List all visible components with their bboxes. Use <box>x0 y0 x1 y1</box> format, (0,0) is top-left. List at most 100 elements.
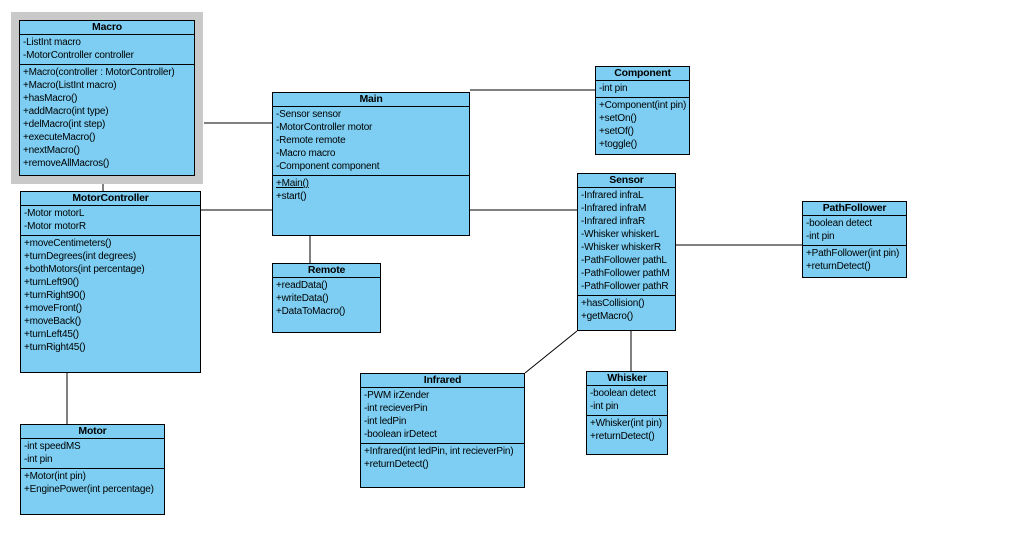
method-row: +Infrared(int ledPin, int recieverPin) <box>364 446 514 457</box>
method-row: +start() <box>276 191 307 202</box>
method-row: +Macro(controller : MotorController) <box>23 67 175 78</box>
method-row: +turnRight45() <box>24 342 86 353</box>
attributes-compartment: -Infrared infraL -Infrared infraM -Infrare… <box>578 188 675 296</box>
attribute-row: -Infrared infraR <box>581 216 646 227</box>
attribute-row: -int pin <box>806 231 835 242</box>
method-row: +executeMacro() <box>23 132 96 143</box>
attribute-row: -PathFollower pathL <box>581 255 667 266</box>
attribute-row: -Infrared infraL <box>581 190 644 201</box>
method-row: +returnDetect() <box>590 431 655 442</box>
class-box-main[interactable]: Main -Sensor sensor -MotorController motor… <box>272 92 470 236</box>
class-box-infrared[interactable]: Infrared -PWM irZender -int recieverPin -in… <box>360 373 525 488</box>
class-title-infrared: Infrared <box>361 374 524 388</box>
attribute-row: -Whisker whiskerL <box>581 229 660 240</box>
method-row: +nextMacro() <box>23 145 80 156</box>
methods-compartment: +Main() +start() <box>273 176 469 235</box>
methods-compartment: +moveCentimeters()+turnDegrees(int degre… <box>21 236 200 372</box>
connector-line-sensor-infrared[interactable] <box>524 330 578 374</box>
method-row: +Whisker(int pin) <box>590 418 662 429</box>
attribute-row: -int pin <box>599 83 628 94</box>
methods-compartment: +readData()+writeData()+DataToMacro() <box>273 278 380 332</box>
attribute-row: -Motor motorR <box>24 221 86 232</box>
attribute-row: -int pin <box>590 401 619 412</box>
method-row: +moveFront() <box>24 303 82 314</box>
class-box-remote[interactable]: Remote+readData()+writeData()+DataToMacr… <box>272 263 381 333</box>
method-row: +Macro(ListInt macro) <box>23 80 117 91</box>
methods-compartment: +hasCollision()+getMacro() <box>578 296 675 330</box>
class-title-whisker: Whisker <box>587 372 667 386</box>
method-row: +returnDetect() <box>364 459 429 470</box>
methods-compartment: +Component(int pin) +setOn() +setOf() +togg… <box>596 98 689 154</box>
method-row: +bothMotors(int percentage) <box>24 264 145 275</box>
method-row: +setOn() <box>599 113 637 124</box>
class-title-pathfollower: PathFollower <box>803 202 906 216</box>
class-box-pathfollower[interactable]: PathFollower-boolean detect-int pin+Path… <box>802 201 907 278</box>
method-row: +moveBack() <box>24 316 81 327</box>
class-title-motorcontroller: MotorController <box>21 192 200 206</box>
class-title-component: Component <box>596 67 689 81</box>
class-box-macro[interactable]: Macro -ListInt macro -MotorController cont… <box>19 20 195 176</box>
attribute-row: -int pin <box>24 454 53 465</box>
method-row: +Motor(int pin) <box>24 471 86 482</box>
attribute-row: -int ledPin <box>364 416 407 427</box>
method-row: +PathFollower(int pin) <box>806 248 900 259</box>
attribute-row: -PathFollower pathR <box>581 281 669 292</box>
methods-compartment: +Motor(int pin) +EnginePower(int percenta… <box>21 469 164 514</box>
method-row: +readData() <box>276 280 328 291</box>
class-box-motorcontroller[interactable]: MotorController-Motor motorL-Motor motor… <box>20 191 201 373</box>
methods-compartment: +Macro(controller : MotorController) +Mac… <box>20 65 194 175</box>
method-row: +returnDetect() <box>806 261 871 272</box>
class-box-whisker[interactable]: Whisker -boolean detect -int pin +Whisker(i… <box>586 371 668 455</box>
attribute-row: -MotorController motor <box>276 122 373 133</box>
attributes-compartment: -boolean detect -int pin <box>587 386 667 416</box>
method-row: +EnginePower(int percentage) <box>24 484 154 495</box>
methods-compartment: +PathFollower(int pin) +returnDetect() <box>803 246 906 277</box>
attribute-row: -Motor motorL <box>24 208 85 219</box>
attribute-row: -boolean irDetect <box>364 429 437 440</box>
method-row: +getMacro() <box>581 311 633 322</box>
attributes-compartment: -boolean detect-int pin <box>803 216 906 246</box>
class-title-main: Main <box>273 93 469 107</box>
attribute-row: -Sensor sensor <box>276 109 342 120</box>
attribute-row: -Component component <box>276 161 380 172</box>
attribute-row: -boolean detect <box>590 388 656 399</box>
attribute-row: -MotorController controller <box>23 50 134 61</box>
methods-compartment: +Whisker(int pin) +returnDetect() <box>587 416 667 454</box>
attribute-row: -Remote remote <box>276 135 346 146</box>
class-box-component[interactable]: Component -int pin +Component(int pin) +set… <box>595 66 690 155</box>
attributes-compartment: -int pin <box>596 81 689 98</box>
class-box-sensor[interactable]: Sensor-Infrared infraL-Infrared infraM-I… <box>577 173 676 331</box>
class-box-motor[interactable]: Motor -int speedMS -int pin +Motor(int pin)… <box>20 424 165 515</box>
attribute-row: -int recieverPin <box>364 403 428 414</box>
class-title-macro: Macro <box>20 21 194 35</box>
method-row: +Main() <box>276 178 309 189</box>
attribute-row: -ListInt macro <box>23 37 81 48</box>
attributes-compartment: -Motor motorL -Motor motorR <box>21 206 200 236</box>
method-row: +Component(int pin) <box>599 100 687 111</box>
method-row: +hasMacro() <box>23 93 78 104</box>
method-row: +setOf() <box>599 126 634 137</box>
attributes-compartment: -PWM irZender -int recieverPin -int ledPin… <box>361 388 524 444</box>
class-title-sensor: Sensor <box>578 174 675 188</box>
method-row: +addMacro(int type) <box>23 106 109 117</box>
method-row: +turnRight90() <box>24 290 86 301</box>
method-row: +delMacro(int step) <box>23 119 106 130</box>
attribute-row: -int speedMS <box>24 441 81 452</box>
attribute-row: -Macro macro <box>276 148 336 159</box>
class-title-motor: Motor <box>21 425 164 439</box>
attributes-compartment: -ListInt macro -MotorController controlle… <box>20 35 194 65</box>
attributes-compartment: -Sensor sensor -MotorController motor -Rem… <box>273 107 469 176</box>
attribute-row: -Infrared infraM <box>581 203 647 214</box>
attribute-row: -PWM irZender <box>364 390 430 401</box>
attributes-compartment: -int speedMS -int pin <box>21 439 164 469</box>
method-row: +toggle() <box>599 139 637 150</box>
method-row: +turnLeft90() <box>24 277 79 288</box>
attribute-row: -Whisker whiskerR <box>581 242 661 253</box>
attribute-row: -PathFollower pathM <box>581 268 670 279</box>
methods-compartment: +Infrared(int ledPin, int recieverPin) +r… <box>361 444 524 487</box>
method-row: +writeData() <box>276 293 329 304</box>
method-row: +moveCentimeters() <box>24 238 112 249</box>
class-title-remote: Remote <box>273 264 380 278</box>
